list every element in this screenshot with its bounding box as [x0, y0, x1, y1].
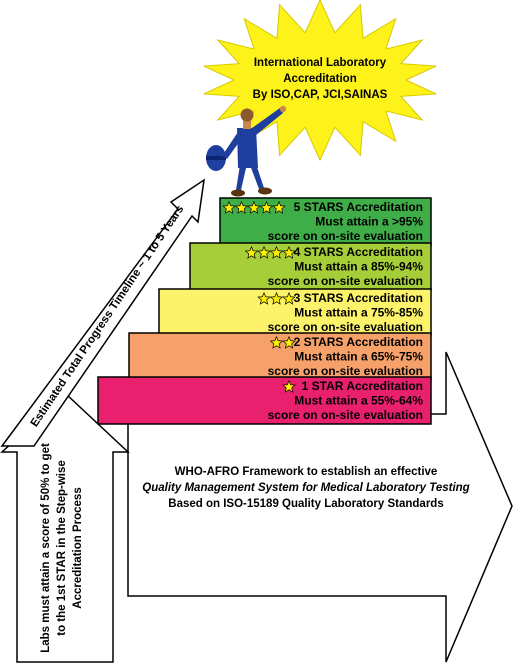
star-icon: [247, 200, 261, 214]
baseline-text-3: Accreditation Process: [72, 487, 84, 608]
step-text-line-2: Must attain a 85%-94%: [294, 260, 423, 274]
step-text-line-1: 5 STARS Accreditation: [294, 200, 423, 214]
framework-text-2: Quality Management System for Medical La…: [142, 482, 469, 494]
star-icon: [282, 245, 296, 259]
step-text-line-3: score on on-site evaluation: [268, 229, 423, 243]
step-text-line-3: score on on-site evaluation: [268, 408, 423, 422]
step-text-line-1: 4 STARS Accreditation: [294, 245, 423, 259]
star-icon: [244, 245, 259, 259]
baseline-text-1: Labs must attain a score of 50% to get: [40, 443, 52, 653]
star-icon: [282, 335, 296, 349]
step-text-line-2: Must attain a 75%-85%: [294, 306, 423, 320]
step-text-line-3: score on on-site evaluation: [268, 320, 423, 334]
star-icon: [257, 291, 271, 305]
star-icon: [234, 200, 249, 214]
person-reaching-icon: [206, 105, 287, 197]
star-icon: [269, 245, 284, 259]
step-text-line-2: Must attain a >95%: [315, 215, 423, 229]
star-icon: [282, 291, 296, 305]
step-text-line-1: 3 STARS Accreditation: [294, 291, 423, 305]
step-text-line-2: Must attain a 55%-64%: [294, 394, 423, 408]
framework-text-3: Based on ISO-15189 Quality Laboratory St…: [168, 498, 443, 510]
starburst-text-1: International Laboratory: [254, 57, 387, 69]
star-icon: [259, 200, 274, 214]
star-icon: [282, 379, 296, 393]
starburst-text-2: Accreditation: [283, 73, 357, 85]
step-box: [97, 376, 432, 425]
step-text-line-1: 1 STAR Accreditation: [302, 379, 423, 393]
framework-text-1: WHO-AFRO Framework to establish an effec…: [175, 466, 438, 478]
star-icon: [269, 335, 284, 349]
starburst-text-3: By ISO,CAP, JCI,SAINAS: [253, 89, 388, 101]
star-icon: [222, 200, 236, 214]
baseline-text-group: Labs must attain a score of 50% to get t…: [40, 443, 84, 653]
step-text-line-3: score on on-site evaluation: [268, 364, 423, 378]
step-text-line-3: score on on-site evaluation: [268, 274, 423, 288]
step-text-line-2: Must attain a 65%-75%: [294, 350, 423, 364]
step-text-line-1: 2 STARS Accreditation: [294, 335, 423, 349]
framework-arrow: [127, 351, 513, 663]
star-icon: [269, 291, 284, 305]
baseline-arrow: [0, 392, 130, 663]
accreditation-starburst: [203, 0, 437, 162]
baseline-text-2: to the 1st STAR in the Step-wise: [56, 460, 68, 636]
timeline-arrow: [0, 178, 205, 447]
star-icon: [257, 245, 271, 259]
star-icon: [272, 200, 286, 214]
step-box: [189, 242, 432, 291]
